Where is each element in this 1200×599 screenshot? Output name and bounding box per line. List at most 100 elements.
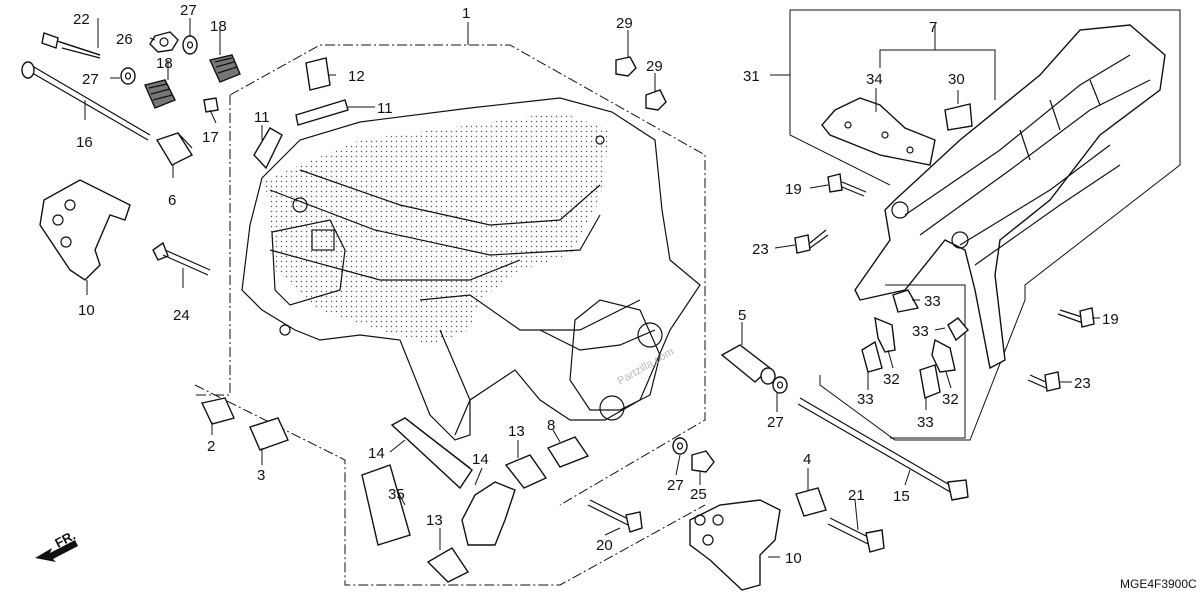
part-11-rubber-a (295, 99, 349, 126)
label-8: 8 (547, 417, 555, 434)
part-33-pad-a (892, 289, 920, 313)
watermark: Partzilla.com (616, 346, 677, 388)
label-7: 7 (929, 19, 937, 36)
part-29-nut-b (645, 89, 667, 111)
part-14-rubber-a (390, 417, 473, 490)
label-32-a: 32 (883, 371, 900, 388)
leader-lines (84, 18, 1100, 558)
part-18-bushing-a (209, 54, 241, 83)
label-10-left: 10 (78, 302, 95, 319)
label-16: 16 (76, 134, 93, 151)
part-27-washer-a (182, 35, 198, 55)
part-27-washer-d (672, 437, 688, 455)
label-24: 24 (173, 307, 190, 324)
part-2-collar (200, 397, 235, 425)
label-35: 35 (388, 486, 405, 503)
label-3: 3 (257, 467, 265, 484)
label-33-a: 33 (924, 293, 941, 310)
label-33-c: 33 (857, 391, 874, 408)
label-2: 2 (207, 438, 215, 455)
label-27-c: 27 (767, 414, 784, 431)
part-33-pad-b (947, 317, 969, 342)
part-29-nut-a (615, 56, 637, 77)
label-18-b: 18 (156, 55, 173, 72)
label-13-a: 13 (426, 512, 443, 529)
label-5: 5 (738, 307, 746, 324)
label-1: 1 (462, 5, 470, 22)
parts-32-33-group-outline (885, 284, 966, 439)
part-13-rubber-b (504, 454, 548, 489)
part-30-pad (944, 103, 973, 131)
part-25-nut (691, 450, 715, 473)
part-23-bolt-b (1027, 371, 1061, 392)
label-12: 12 (348, 68, 365, 85)
label-20: 20 (596, 537, 613, 554)
front-direction-indicator: FR. (35, 528, 78, 562)
part-26-nut (149, 31, 179, 53)
part-12-rubber (305, 57, 331, 91)
part-5-collar (720, 344, 776, 385)
label-11-a: 11 (254, 109, 270, 126)
part-21-bolt (827, 517, 885, 553)
label-30: 30 (948, 71, 965, 88)
part-19-bolt-a (827, 173, 867, 197)
label-33-b: 33 (912, 323, 929, 340)
label-22: 22 (73, 11, 90, 28)
main-frame: Partzilla.com (241, 97, 701, 441)
label-25: 25 (690, 486, 707, 503)
part-4-collar (795, 487, 827, 517)
label-31: 31 (743, 68, 760, 85)
part-23-bolt-a (794, 229, 829, 254)
rear-subframe (854, 24, 1166, 370)
callout-labels: 1 2 3 4 5 6 7 8 10 10 11 11 12 13 13 14 … (73, 2, 1197, 591)
label-17: 17 (202, 129, 219, 146)
label-32-b: 32 (942, 391, 959, 408)
part-33-pad-d (919, 364, 941, 399)
label-14-b: 14 (472, 451, 489, 468)
part-32-clip-a (874, 316, 896, 353)
label-26: 26 (116, 31, 133, 48)
label-33-d: 33 (917, 414, 934, 431)
label-4: 4 (803, 451, 811, 468)
part-32-clip-b (931, 338, 956, 373)
label-23-a: 23 (752, 241, 769, 258)
label-21: 21 (848, 487, 865, 504)
label-23-b: 23 (1074, 375, 1091, 392)
diagram-code: MGE4F3900C (1120, 577, 1197, 591)
part-13-rubber-a (426, 547, 470, 583)
label-29-a: 29 (616, 15, 633, 32)
label-13-b: 13 (508, 423, 525, 440)
part-10-plate-left (39, 179, 131, 281)
part-16-long-bolt (21, 61, 151, 141)
part-14-rubber-b (461, 481, 516, 546)
label-6: 6 (168, 192, 176, 209)
label-15: 15 (893, 488, 910, 505)
label-27-a: 27 (180, 2, 197, 19)
part-3-collar (249, 417, 289, 451)
label-14-a: 14 (368, 445, 385, 462)
part-33-pad-c (861, 340, 883, 373)
part-11-rubber-b (253, 127, 283, 170)
label-29-b: 29 (646, 58, 663, 75)
part-8-rubber (546, 436, 590, 468)
part-24-bolt (152, 241, 211, 276)
label-19-b: 19 (1102, 311, 1119, 328)
part-18-bushing-b (144, 79, 176, 109)
part-17-pin (203, 97, 219, 113)
label-34: 34 (866, 71, 883, 88)
part-27-washer-c (772, 376, 788, 394)
label-27-b: 27 (82, 71, 99, 88)
part-35-rubber (361, 464, 411, 546)
part-19-bolt-b (1057, 307, 1095, 328)
main-frame-group-outline (194, 44, 706, 586)
part-22-bolt (41, 32, 101, 59)
part-10-plate-right (689, 499, 781, 591)
part-15-long-bolt (797, 397, 969, 501)
label-19-a: 19 (785, 181, 802, 198)
part-27-washer-b (120, 67, 136, 85)
rear-subframe-group-outline (789, 9, 1181, 441)
label-11-b: 11 (377, 100, 393, 117)
label-27-d: 27 (667, 477, 684, 494)
part-20-bolt (587, 499, 643, 533)
